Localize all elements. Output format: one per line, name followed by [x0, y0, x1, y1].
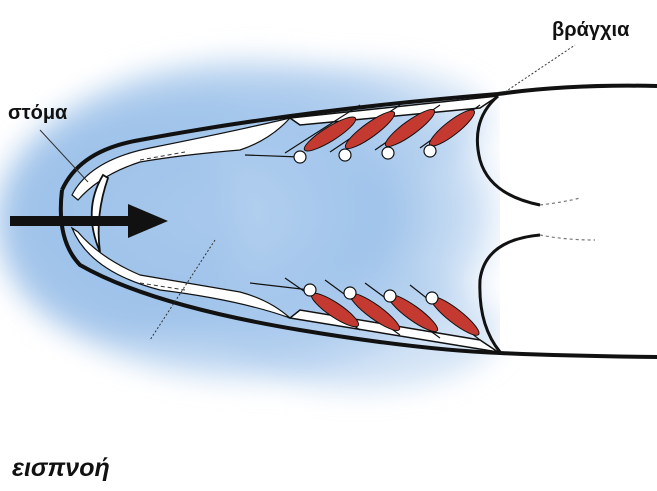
gill-arch	[426, 292, 438, 304]
gill-arch	[304, 284, 316, 296]
gill-arch	[344, 287, 356, 299]
gill-arch	[384, 290, 396, 302]
gill-arch	[294, 151, 306, 163]
gill-arch	[424, 145, 436, 157]
caption-inhalation: εισπνοή	[12, 456, 110, 481]
head-body	[500, 87, 657, 357]
gill-arch	[339, 149, 351, 161]
gill-arch	[382, 147, 394, 159]
gills-leader-line	[505, 45, 575, 92]
mouth-label: στόμα	[8, 103, 67, 123]
gills-label: βράγχια	[552, 20, 629, 40]
